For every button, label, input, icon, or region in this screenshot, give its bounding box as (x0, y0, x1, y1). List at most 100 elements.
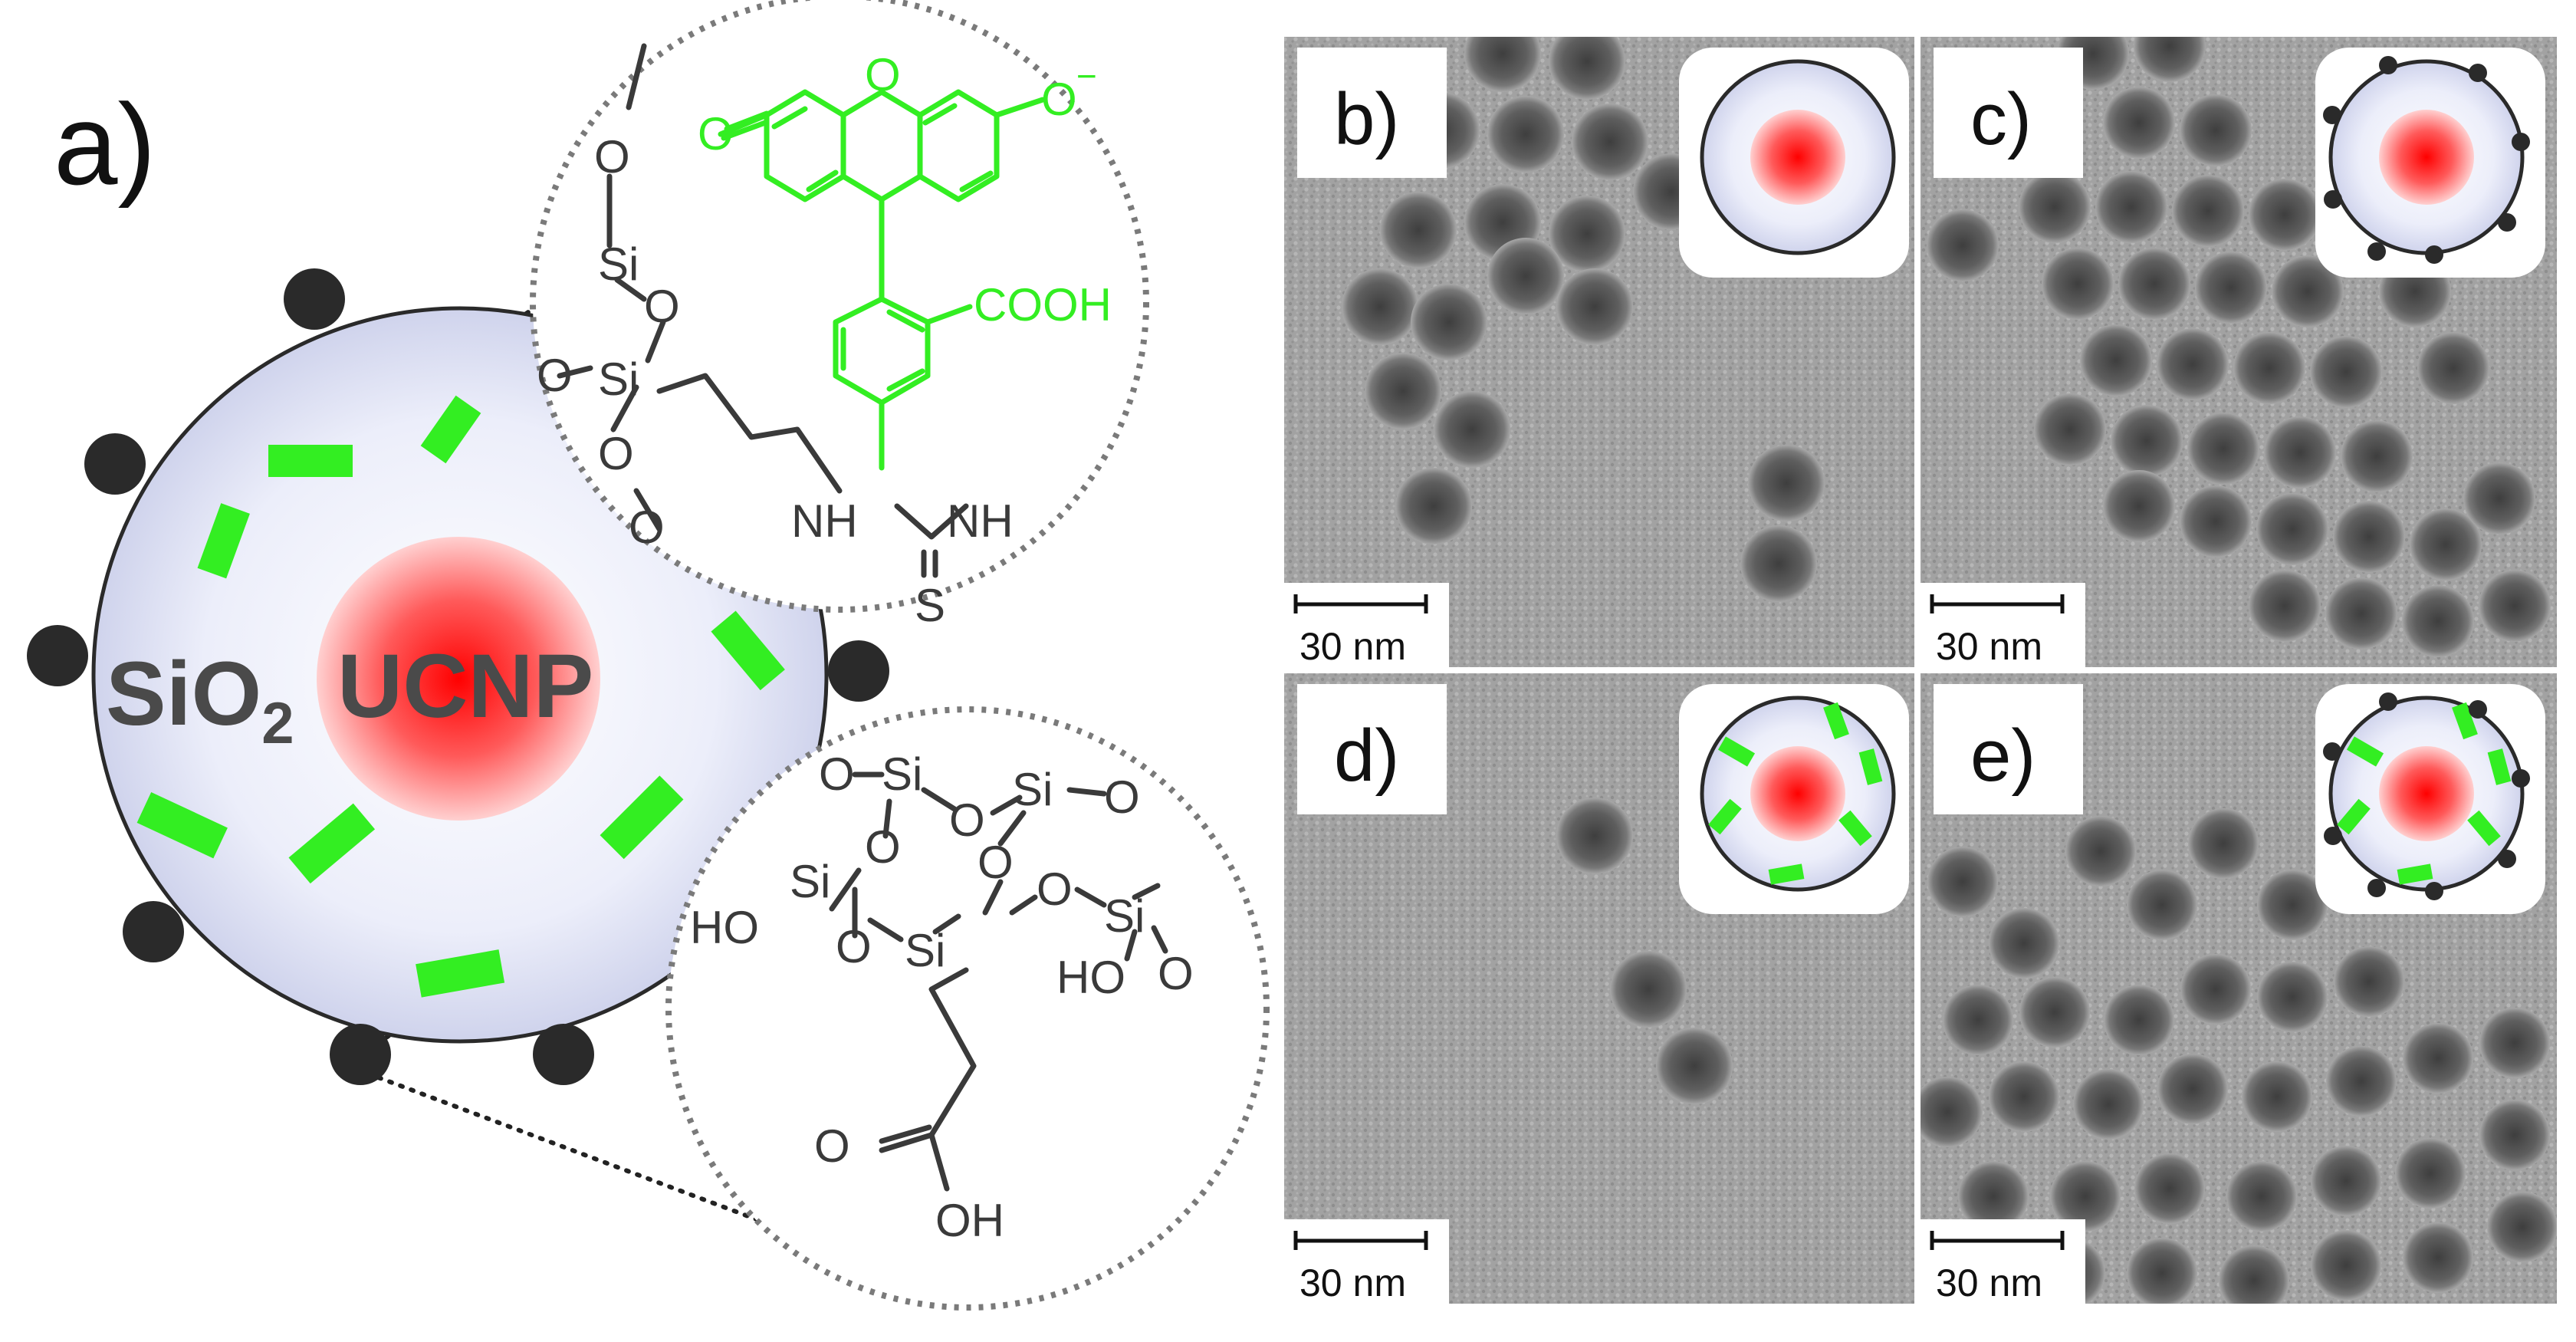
nanoparticle (2310, 336, 2382, 408)
nanoparticle (2134, 1153, 2205, 1224)
linker-si2: Si (598, 354, 639, 405)
nanoparticle (2073, 1069, 2144, 1140)
panel-label-b: b) (1334, 78, 1399, 160)
nanoparticle (2311, 1230, 2381, 1301)
dye-o-keto: O (698, 108, 734, 160)
nanoparticle (1380, 192, 1457, 268)
dye-cooh: COOH (974, 279, 1112, 331)
nanoparticle (1464, 37, 1541, 92)
nanoparticle (2325, 577, 2397, 650)
nanoparticle (2019, 977, 2090, 1048)
nanoparticle (2103, 470, 2175, 542)
nanoparticle (2257, 870, 2328, 940)
nanoparticle (1556, 268, 1633, 345)
nanoparticle (1556, 798, 1633, 874)
nanoparticle (2403, 1023, 2473, 1094)
nanoparticle (2326, 1046, 2397, 1117)
panel-c-tem: c) 30 nm (1921, 37, 2557, 668)
nanoparticle (1549, 196, 1625, 272)
nanoparticle (2172, 175, 2244, 247)
nanoparticle (2311, 1146, 2381, 1216)
cs-oh: OH (935, 1195, 1004, 1246)
nanoparticle (2127, 1238, 2197, 1304)
cs-o-tr: O (1104, 771, 1140, 823)
nanoparticle (2333, 501, 2405, 573)
nanoparticle (2180, 94, 2252, 166)
panel-d-tem: d) 30 nm (1284, 673, 1914, 1304)
nanoparticle (2157, 1054, 2228, 1124)
nanoparticle (2479, 1008, 2550, 1078)
linker-si1: Si (598, 238, 639, 290)
inset-e (2315, 684, 2545, 914)
thiourea-nh2: NH (947, 495, 1014, 547)
panel-label-d: d) (1334, 715, 1399, 797)
nanoparticle (2157, 328, 2229, 400)
nanoparticle (2249, 179, 2321, 251)
nanoparticle (1989, 1061, 2059, 1132)
nanoparticle (1927, 209, 1999, 281)
nanoparticle (2050, 1161, 2121, 1232)
nanoparticle (2479, 1100, 2550, 1170)
linker-o1: O (594, 131, 630, 183)
nanoparticle (1958, 1161, 2029, 1232)
cs-o-rr: O (1158, 948, 1194, 999)
dye-o-ring: O (865, 49, 901, 100)
scale-bar-b: 30 nm (1284, 583, 1449, 668)
cs-o-m1: O (865, 821, 901, 873)
label-box-d (1297, 684, 1447, 814)
label-box-b (1297, 48, 1447, 178)
cs-si-r: Si (1104, 890, 1145, 942)
dye-charge: − (1076, 56, 1097, 96)
nanoparticle (1943, 985, 2013, 1055)
silane-linker-bonds (557, 43, 969, 578)
nanoparticle (2402, 585, 2474, 657)
nanoparticle (2417, 332, 2489, 404)
linker-o3: O (537, 350, 573, 401)
carboxy-silane-bonds (829, 771, 1168, 1192)
nanoparticle (1487, 238, 1564, 314)
nanoparticle (2103, 87, 2175, 159)
nanoparticle (2111, 405, 2183, 477)
scale-bar-c: 30 nm (1921, 583, 2085, 668)
panel-e-tem: e) 30 nm (1921, 673, 2557, 1304)
cs-si-l: Si (790, 856, 830, 907)
cs-o-m2: O (978, 837, 1014, 888)
cs-si-c: Si (905, 925, 945, 976)
nanoparticle (1748, 445, 1825, 521)
nanoparticle (1365, 353, 1441, 429)
thiourea-s: S (915, 580, 945, 631)
nanoparticle (2242, 1061, 2312, 1132)
nanoparticle (2403, 1222, 2473, 1293)
cs-ho-r: HO (1056, 952, 1125, 1003)
dye-o-anion: O (1041, 74, 1077, 125)
label-box-c (1934, 48, 2083, 178)
nanoparticle (2127, 870, 2197, 940)
nanoparticle (2219, 1245, 2289, 1304)
nanoparticle (2249, 570, 2321, 642)
inset-d (1679, 684, 1909, 914)
linker-o-partial: O (629, 502, 665, 553)
inset-b (1679, 48, 1909, 278)
nanoparticle (2334, 946, 2404, 1017)
nanoparticle (1656, 1028, 1733, 1104)
nanoparticle (1487, 96, 1564, 173)
nanoparticle (1342, 268, 1418, 345)
zoom-circle-dye: O Si O Si O O O NH NH S (530, 0, 1149, 631)
nanoparticle (2118, 248, 2190, 320)
cs-o-l: O (836, 921, 872, 972)
nanoparticle (2226, 1161, 2297, 1232)
nanoparticle (2095, 171, 2167, 243)
scale-label-e: 30 nm (1936, 1261, 2042, 1304)
nanoparticle (1434, 391, 1510, 468)
nanoparticle (1549, 37, 1625, 100)
nanoparticles-d (1556, 798, 1733, 1104)
core-label: UCNP (337, 636, 593, 737)
nanoparticle (2195, 252, 2267, 324)
nanoparticle (1927, 847, 1998, 917)
nanoparticle (2034, 393, 2106, 465)
panel-label-e: e) (1970, 715, 2036, 797)
nanoparticle (2080, 324, 2152, 396)
nanoparticle (2188, 808, 2259, 879)
nanoparticle (2272, 255, 2344, 327)
cs-carbonyl-o: O (814, 1120, 850, 1172)
